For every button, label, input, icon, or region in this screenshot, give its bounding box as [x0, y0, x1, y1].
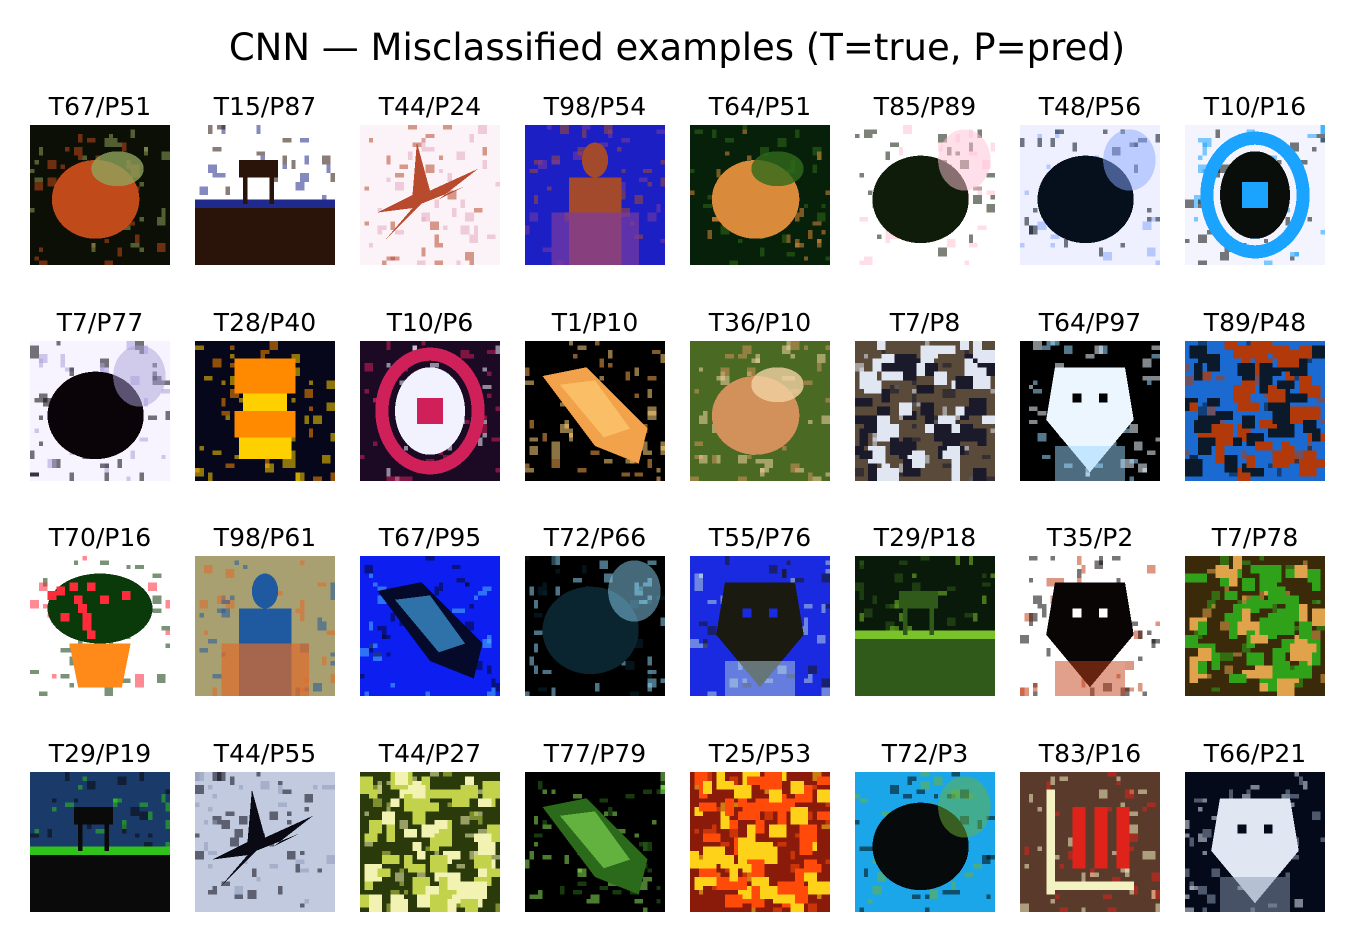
thumbnail-cell: T44/P24: [360, 92, 500, 265]
thumbnail-label: T25/P53: [708, 739, 812, 768]
thumbnail-image: [30, 341, 170, 481]
thumbnail-image: [1020, 556, 1160, 696]
figure-title: CNN — Misclassified examples (T=true, P=…: [228, 26, 1126, 69]
thumbnail-label: T64/P51: [708, 92, 812, 121]
thumbnail-cell: T44/P27: [360, 739, 500, 912]
thumbnail-cell: T7/P78: [1185, 523, 1325, 696]
thumbnail-image: [30, 125, 170, 265]
thumbnail-cell: T10/P16: [1185, 92, 1325, 265]
thumbnail-image: [1185, 341, 1325, 481]
thumbnail-image: [1020, 125, 1160, 265]
thumbnail-image: [360, 556, 500, 696]
thumbnail-image: [1185, 556, 1325, 696]
thumbnail-cell: T15/P87: [195, 92, 335, 265]
thumbnail-image: [690, 556, 830, 696]
thumbnail-image: [195, 556, 335, 696]
thumbnail-label: T7/P8: [889, 308, 961, 337]
thumbnail-label: T29/P19: [48, 739, 152, 768]
thumbnail-image: [690, 125, 830, 265]
thumbnail-image: [525, 556, 665, 696]
thumbnail-image: [690, 341, 830, 481]
thumbnail-cell: T1/P10: [525, 308, 665, 481]
thumbnail-cell: T25/P53: [690, 739, 830, 912]
thumbnail-cell: T66/P21: [1185, 739, 1325, 912]
thumbnail-label: T28/P40: [213, 308, 317, 337]
thumbnail-image: [1185, 125, 1325, 265]
thumbnail-cell: T98/P54: [525, 92, 665, 265]
thumbnail-cell: T7/P77: [30, 308, 170, 481]
thumbnail-image: [360, 125, 500, 265]
thumbnail-label: T66/P21: [1203, 739, 1307, 768]
thumbnail-label: T64/P97: [1038, 308, 1142, 337]
thumbnail-image: [855, 556, 995, 696]
thumbnail-label: T70/P16: [48, 523, 152, 552]
thumbnail-cell: T77/P79: [525, 739, 665, 912]
thumbnail-cell: T64/P51: [690, 92, 830, 265]
thumbnail-cell: T83/P16: [1020, 739, 1160, 912]
thumbnail-cell: T28/P40: [195, 308, 335, 481]
thumbnail-cell: T44/P55: [195, 739, 335, 912]
thumbnail-cell: T67/P95: [360, 523, 500, 696]
thumbnail-cell: T85/P89: [855, 92, 995, 265]
thumbnail-label: T85/P89: [873, 92, 977, 121]
thumbnail-label: T1/P10: [551, 308, 639, 337]
thumbnail-cell: T72/P3: [855, 739, 995, 912]
thumbnail-cell: T67/P51: [30, 92, 170, 265]
thumbnail-label: T44/P24: [378, 92, 482, 121]
thumbnail-label: T48/P56: [1038, 92, 1142, 121]
thumbnail-label: T44/P27: [378, 739, 482, 768]
thumbnail-label: T67/P95: [378, 523, 482, 552]
thumbnail-cell: T29/P19: [30, 739, 170, 912]
thumbnail-cell: T35/P2: [1020, 523, 1160, 696]
thumbnail-label: T10/P6: [386, 308, 474, 337]
thumbnail-image: [855, 341, 995, 481]
thumbnail-label: T89/P48: [1203, 308, 1307, 337]
thumbnail-cell: T48/P56: [1020, 92, 1160, 265]
thumbnail-image: [690, 772, 830, 912]
thumbnail-image: [195, 125, 335, 265]
thumbnail-image: [30, 772, 170, 912]
thumbnail-cell: T64/P97: [1020, 308, 1160, 481]
thumbnail-image: [360, 341, 500, 481]
thumbnail-image: [360, 772, 500, 912]
thumbnail-label: T7/P77: [56, 308, 144, 337]
thumbnail-label: T15/P87: [213, 92, 317, 121]
thumbnail-cell: T29/P18: [855, 523, 995, 696]
thumbnail-image: [195, 772, 335, 912]
thumbnail-label: T7/P78: [1211, 523, 1299, 552]
thumbnail-cell: T55/P76: [690, 523, 830, 696]
thumbnail-image: [525, 341, 665, 481]
thumbnail-label: T98/P61: [213, 523, 317, 552]
thumbnail-label: T44/P55: [213, 739, 317, 768]
thumbnail-cell: T7/P8: [855, 308, 995, 481]
thumbnail-cell: T10/P6: [360, 308, 500, 481]
thumbnail-label: T72/P66: [543, 523, 647, 552]
thumbnail-cell: T89/P48: [1185, 308, 1325, 481]
thumbnail-label: T67/P51: [48, 92, 152, 121]
thumbnail-label: T29/P18: [873, 523, 977, 552]
thumbnail-image: [30, 556, 170, 696]
thumbnail-label: T10/P16: [1203, 92, 1307, 121]
thumbnail-cell: T70/P16: [30, 523, 170, 696]
thumbnail-image: [195, 341, 335, 481]
thumbnail-label: T36/P10: [708, 308, 812, 337]
thumbnail-image: [525, 125, 665, 265]
thumbnail-label: T55/P76: [708, 523, 812, 552]
thumbnail-image: [525, 772, 665, 912]
thumbnail-image: [855, 772, 995, 912]
thumbnail-image: [855, 125, 995, 265]
thumbnail-cell: T36/P10: [690, 308, 830, 481]
thumbnail-label: T83/P16: [1038, 739, 1142, 768]
thumbnail-image: [1020, 772, 1160, 912]
thumbnail-cell: T98/P61: [195, 523, 335, 696]
thumbnail-label: T77/P79: [543, 739, 647, 768]
thumbnail-image: [1185, 772, 1325, 912]
thumbnail-label: T35/P2: [1046, 523, 1134, 552]
thumbnail-label: T98/P54: [543, 92, 647, 121]
thumbnail-label: T72/P3: [881, 739, 969, 768]
thumbnail-image: [1020, 341, 1160, 481]
thumbnail-cell: T72/P66: [525, 523, 665, 696]
